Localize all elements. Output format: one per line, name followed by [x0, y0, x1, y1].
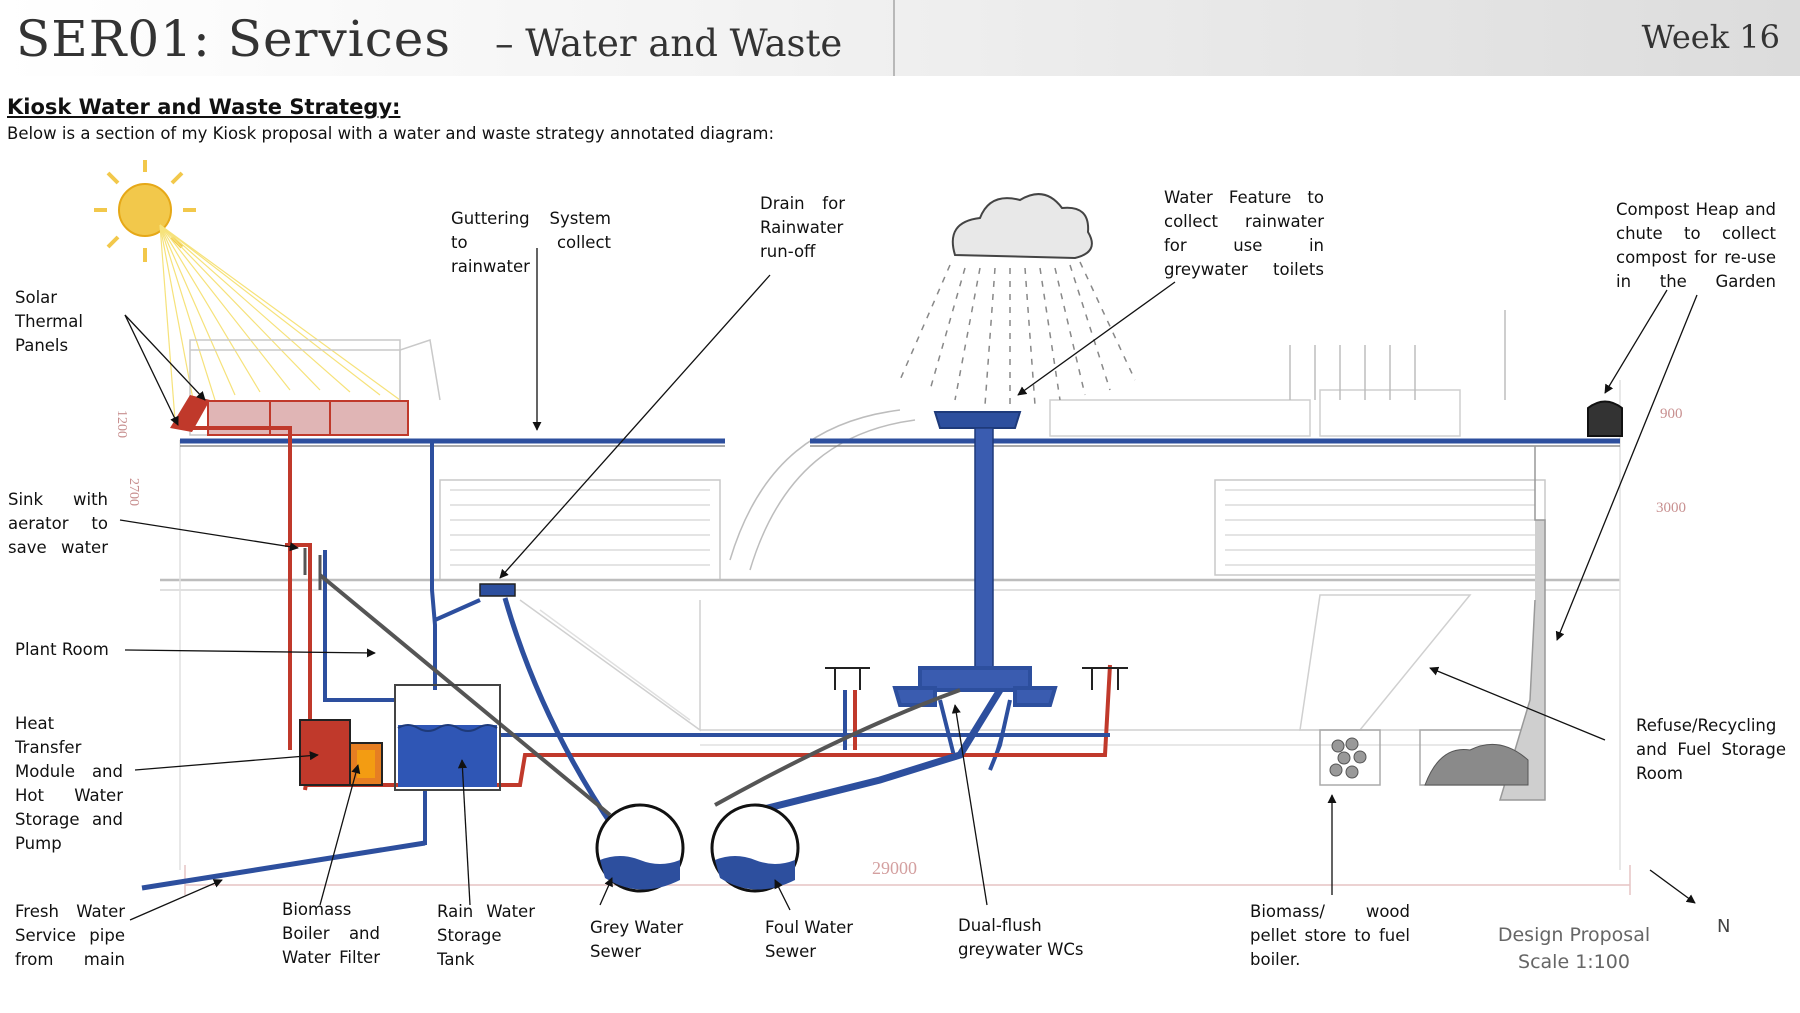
wc-group: [892, 666, 1058, 771]
dimension-1200: 1200: [114, 410, 129, 438]
label-fresh-water-pipe: Fresh Water Service pipe from main: [15, 902, 125, 969]
design-scale: Scale 1:100: [1518, 951, 1630, 973]
grey-water-sewer: [595, 803, 685, 893]
page-title: SER01: Services: [16, 10, 451, 68]
sun-icon: [94, 160, 196, 262]
refuse-heap: [1424, 743, 1529, 786]
label-plant-room: Plant Room: [15, 640, 109, 659]
sun-rays: [159, 224, 401, 421]
dimension-900: 900: [1660, 406, 1683, 422]
water-feature: [933, 411, 1022, 669]
label-pellet-store: Biomass/ wood pellet store to fuel boile…: [1250, 902, 1410, 969]
label-biomass-boiler: Biomass Boiler and Water Filter: [282, 900, 380, 967]
pellet-store: [1329, 737, 1367, 779]
design-proposal-title: Design Proposal: [1497, 924, 1651, 946]
label-guttering-system: Guttering System to collect rainwater: [451, 209, 611, 276]
label-dual-flush-wcs: Dual-flush greywater WCs: [958, 916, 1084, 959]
dimension-29000: 29000: [872, 858, 917, 878]
compost-heap: [1498, 400, 1623, 801]
label-sink-aerator: Sink with aerator to save water: [8, 490, 108, 557]
boiler: [299, 719, 383, 786]
label-grey-water-sewer: Grey Water Sewer: [590, 918, 684, 961]
label-drain-rainwater: Drain for Rainwater run-off: [760, 194, 845, 261]
roof-slab: [180, 438, 1620, 447]
label-rain-water-tank: Rain Water Storage Tank: [437, 902, 535, 969]
label-compost-heap: Compost Heap and chute to collect compos…: [1616, 200, 1776, 291]
week-label: Week 16: [1641, 18, 1780, 56]
title-banner: SER01: Services – Water and Waste Week 1…: [0, 0, 1800, 76]
dimension-3000: 3000: [1656, 500, 1686, 516]
north-label: N: [1717, 916, 1731, 937]
page-subtitle: – Water and Waste: [495, 22, 843, 65]
design-proposal-note: Design Proposal Scale 1:100: [1484, 922, 1664, 976]
label-foul-water-sewer: Foul Water Sewer: [765, 918, 854, 961]
annotation-arrows: [119, 248, 1698, 921]
label-heat-transfer-module: Heat Transfer Module and Hot Water Stora…: [15, 714, 123, 853]
sink: [303, 548, 322, 590]
drain-grate: [479, 583, 516, 597]
dimension-2700: 2700: [126, 478, 141, 506]
foul-water-sewer: [710, 803, 800, 893]
header-divider: [893, 0, 895, 76]
label-solar-thermal-panels: Solar Thermal Panels: [15, 288, 83, 355]
waste-pipes: [318, 573, 961, 817]
label-refuse-storage: Refuse/Recycling and Fuel Storage Room: [1636, 716, 1786, 783]
intro-text: Below is a section of my Kiosk proposal …: [7, 124, 775, 143]
rain-cloud: [899, 193, 1136, 406]
building-section: [160, 310, 1621, 870]
section-heading: Kiosk Water and Waste Strategy:: [7, 95, 401, 119]
basin-taps: [825, 667, 1128, 690]
rain-tank: [394, 684, 501, 791]
label-water-feature: Water Feature to collect rainwater for u…: [1164, 188, 1324, 279]
cold-water-pipes: [141, 441, 1110, 891]
